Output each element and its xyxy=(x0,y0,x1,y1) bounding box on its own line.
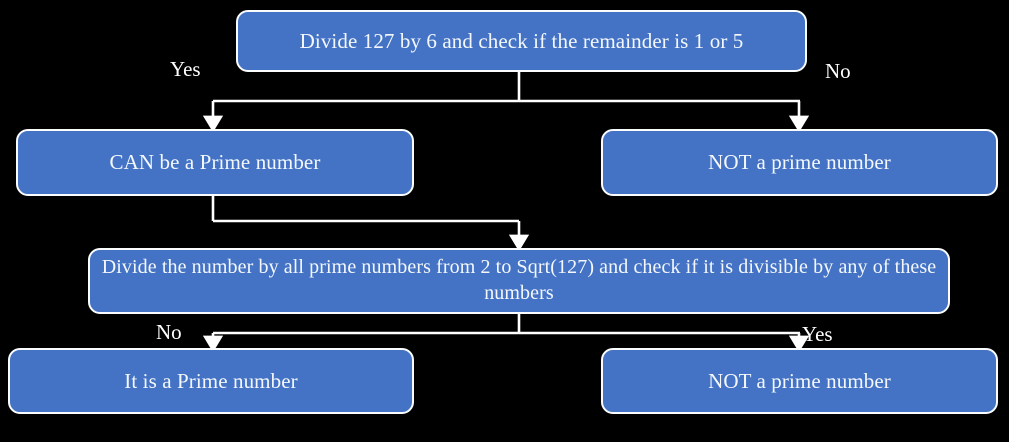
edge-divide-all-split xyxy=(202,314,810,353)
edge-label-yes-bottom: Yes xyxy=(802,322,833,346)
edge-label-no-top: No xyxy=(825,59,851,83)
edge-can-prime-to-divide-all xyxy=(211,196,530,252)
node-can-be-prime-label: CAN be a Prime number xyxy=(109,150,321,175)
node-not-prime-top[interactable]: NOT a prime number xyxy=(601,129,998,196)
node-decision-divide-by-6[interactable]: Divide 127 by 6 and check if the remaind… xyxy=(236,10,807,72)
node-decision-label: Divide 127 by 6 and check if the remaind… xyxy=(299,28,744,53)
edge-label-yes-top: Yes xyxy=(170,57,201,81)
node-not-prime-bottom-label: NOT a prime number xyxy=(708,368,891,393)
node-is-prime[interactable]: It is a Prime number xyxy=(8,348,414,414)
node-not-prime-top-label: NOT a prime number xyxy=(708,150,891,175)
node-divide-by-all-primes[interactable]: Divide the number by all prime numbers f… xyxy=(88,248,950,314)
edge-decision-split xyxy=(202,72,810,133)
edge-label-no-bottom: No xyxy=(156,320,182,344)
node-divide-by-all-primes-label: Divide the number by all prime numbers f… xyxy=(101,256,937,304)
node-can-be-prime[interactable]: CAN be a Prime number xyxy=(16,129,414,196)
node-is-prime-label: It is a Prime number xyxy=(124,368,298,393)
node-not-prime-bottom[interactable]: NOT a prime number xyxy=(601,348,998,414)
